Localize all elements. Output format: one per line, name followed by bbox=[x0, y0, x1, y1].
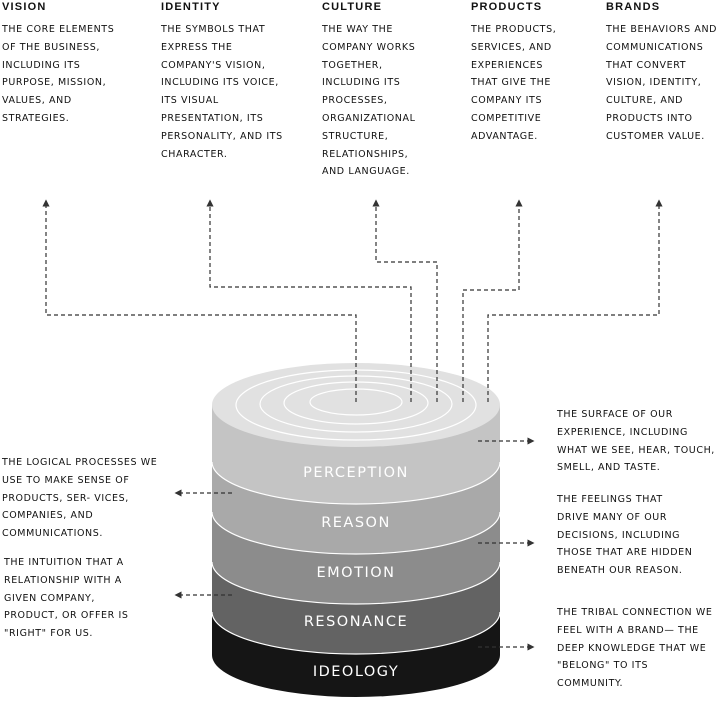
connector-culture bbox=[372, 199, 438, 402]
column-brands: BRANDS THE BEHAVIORS AND COMMUNICATIONS … bbox=[606, 0, 720, 146]
connector-vision bbox=[42, 199, 357, 402]
column-title: PRODUCTS bbox=[471, 1, 543, 13]
layer-label-emotion: EMOTION bbox=[317, 565, 396, 581]
column-text: THE WAY THE COMPANY WORKS TOGETHER, INCL… bbox=[322, 24, 416, 178]
column-products: PRODUCTS THE PRODUCTS, SERVICES, AND EXP… bbox=[471, 0, 601, 146]
connector-identity bbox=[206, 199, 412, 402]
column-vision: VISION THE CORE ELEMENTS OF THE BUSINESS… bbox=[2, 0, 152, 128]
layer-label-perception: PERCEPTION bbox=[303, 465, 409, 481]
note-text: THE TRIBAL CONNECTION WE FEEL WITH A BRA… bbox=[557, 607, 713, 690]
connector-brands bbox=[487, 199, 663, 402]
note-resonance: THE INTUITION THAT A RELATIONSHIP WITH A… bbox=[4, 554, 134, 643]
note-text: THE LOGICAL PROCESSES WE USE TO MAKE SEN… bbox=[2, 457, 158, 540]
column-title: CULTURE bbox=[322, 1, 383, 13]
column-identity: IDENTITY THE SYMBOLS THAT EXPRESS THE CO… bbox=[161, 0, 311, 163]
column-text: THE CORE ELEMENTS OF THE BUSINESS, INCLU… bbox=[2, 24, 115, 124]
note-perception: THE SURFACE OF OUR EXPERIENCE, INCLUDING… bbox=[557, 406, 720, 477]
column-text: THE BEHAVIORS AND COMMUNICATIONS THAT CO… bbox=[606, 24, 718, 142]
connector-products bbox=[462, 199, 523, 402]
cylinder bbox=[211, 363, 501, 697]
note-text: THE INTUITION THAT A RELATIONSHIP WITH A… bbox=[4, 557, 129, 640]
column-text: THE SYMBOLS THAT EXPRESS THE COMPANY'S V… bbox=[161, 24, 283, 160]
column-culture: CULTURE THE WAY THE COMPANY WORKS TOGETH… bbox=[322, 0, 472, 181]
layer-label-resonance: RESONANCE bbox=[304, 614, 408, 630]
column-title: IDENTITY bbox=[161, 1, 221, 13]
note-emotion: THE FEELINGS THAT DRIVE MANY OF OUR DECI… bbox=[557, 491, 697, 580]
layer-label-reason: REASON bbox=[321, 515, 391, 531]
connectors bbox=[42, 199, 663, 651]
note-ideology: THE TRIBAL CONNECTION WE FEEL WITH A BRA… bbox=[557, 604, 717, 693]
layer-label-ideology: IDEOLOGY bbox=[313, 664, 399, 680]
column-title: BRANDS bbox=[606, 1, 661, 13]
column-title: VISION bbox=[2, 1, 47, 13]
column-text: THE PRODUCTS, SERVICES, AND EXPERIENCES … bbox=[471, 24, 557, 142]
cylinder-top bbox=[212, 363, 500, 447]
note-text: THE SURFACE OF OUR EXPERIENCE, INCLUDING… bbox=[557, 409, 715, 474]
note-text: THE FEELINGS THAT DRIVE MANY OF OUR DECI… bbox=[557, 494, 693, 577]
note-reason: THE LOGICAL PROCESSES WE USE TO MAKE SEN… bbox=[2, 454, 160, 543]
